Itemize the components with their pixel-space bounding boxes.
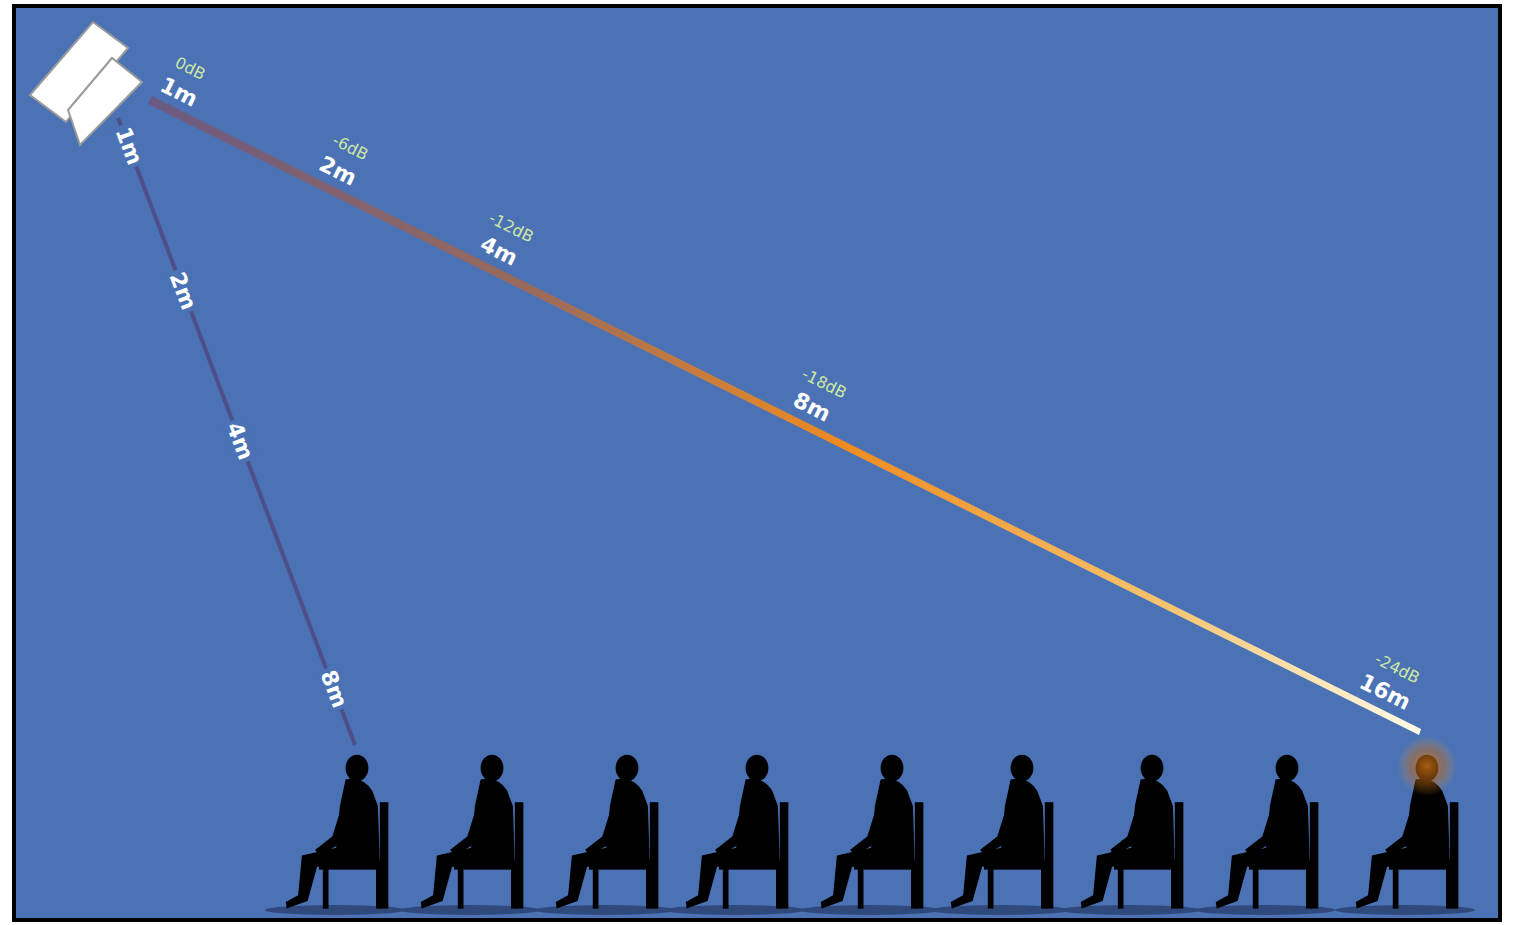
listener — [286, 755, 389, 909]
listener-glow — [1397, 736, 1457, 796]
distance-label: 4m — [220, 416, 259, 466]
listener — [821, 755, 924, 909]
listener — [951, 755, 1054, 909]
sound-path — [118, 118, 355, 745]
distance-label: 2m — [164, 266, 203, 316]
distance-label: 1m — [109, 121, 148, 171]
ground — [14, 6, 1500, 920]
listener — [686, 755, 789, 909]
distance-label: 8m — [314, 663, 353, 713]
listener — [1216, 755, 1319, 909]
listener — [556, 755, 659, 909]
listener — [421, 755, 524, 909]
sound-beam — [148, 96, 1421, 735]
audience — [265, 736, 1475, 915]
listener — [1081, 755, 1184, 909]
